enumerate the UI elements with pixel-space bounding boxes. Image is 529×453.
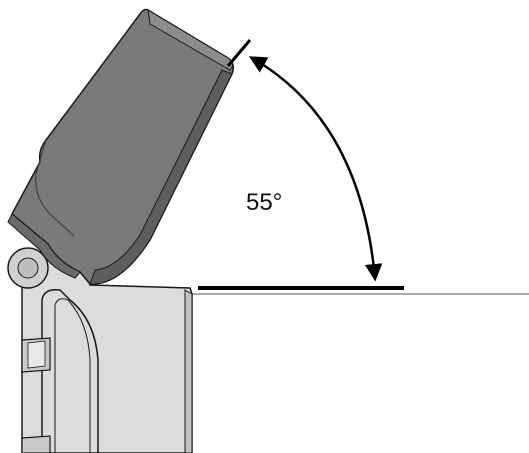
angle-label: 55° [246, 189, 282, 216]
device-base [7, 247, 193, 453]
angle-arc [248, 56, 383, 282]
lid-reference-line [226, 39, 252, 67]
device-lid [7, 8, 235, 285]
slot-lower [21, 435, 51, 453]
